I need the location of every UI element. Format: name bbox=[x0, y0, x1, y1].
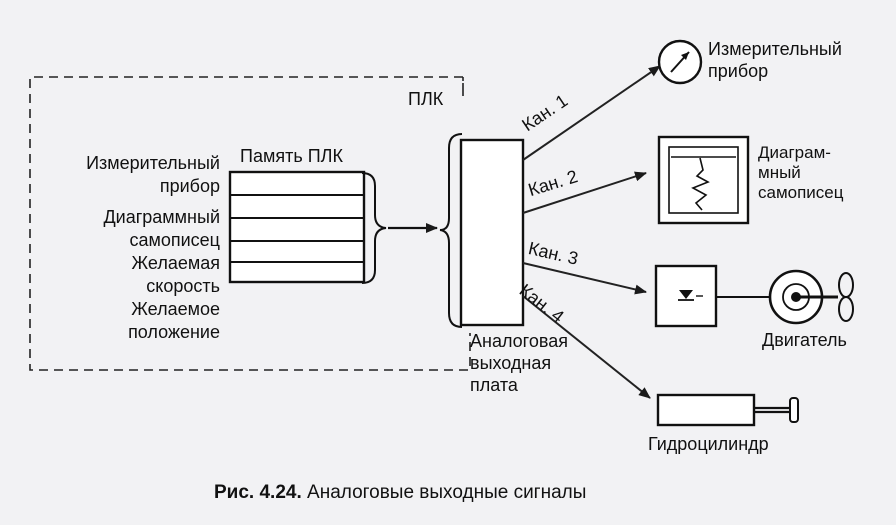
output-board-label: Аналоговая выходная плата bbox=[470, 331, 568, 395]
memory-brace bbox=[361, 172, 387, 284]
analog-output-board bbox=[459, 138, 525, 327]
channel-2-arrow bbox=[522, 171, 647, 214]
device-label-gauge: Измерительный прибор bbox=[708, 39, 842, 81]
memory-item-chart-recorder: Диаграммный самописец bbox=[103, 207, 220, 250]
motor-icon bbox=[768, 269, 854, 325]
channel-1-arrow bbox=[522, 65, 661, 161]
gauge-icon bbox=[657, 39, 703, 85]
hydraulic-cylinder-icon bbox=[656, 393, 799, 427]
figure-caption: Рис. 4.24. Аналоговые выходные сигналы bbox=[214, 482, 586, 504]
device-label-hydraulic-cylinder: Гидроцилиндр bbox=[648, 434, 769, 454]
device-label-motor: Двигатель bbox=[762, 330, 847, 350]
plc-boundary bbox=[29, 76, 471, 371]
plc-title: ПЛК bbox=[408, 89, 444, 109]
plc-memory-table bbox=[228, 170, 366, 284]
memory-item-measuring-instrument: Измерительный прибор bbox=[86, 153, 220, 196]
caption-number: Рис. 4.24. bbox=[214, 482, 302, 503]
board-brace bbox=[439, 133, 463, 328]
chart-recorder-icon bbox=[657, 135, 750, 225]
memory-title: Память ПЛК bbox=[240, 146, 343, 166]
device-label-chart-recorder: Диаграм-мный самописец bbox=[758, 143, 844, 202]
memory-item-desired-speed: Желаемая скорость bbox=[131, 253, 220, 296]
motor-drive-icon bbox=[654, 264, 718, 328]
memory-item-desired-position: Желаемое положение bbox=[128, 299, 220, 342]
channel-4-arrow bbox=[522, 295, 651, 399]
channel-3-arrow bbox=[522, 262, 647, 295]
caption-text: Аналоговые выходные сигналы bbox=[307, 482, 587, 503]
